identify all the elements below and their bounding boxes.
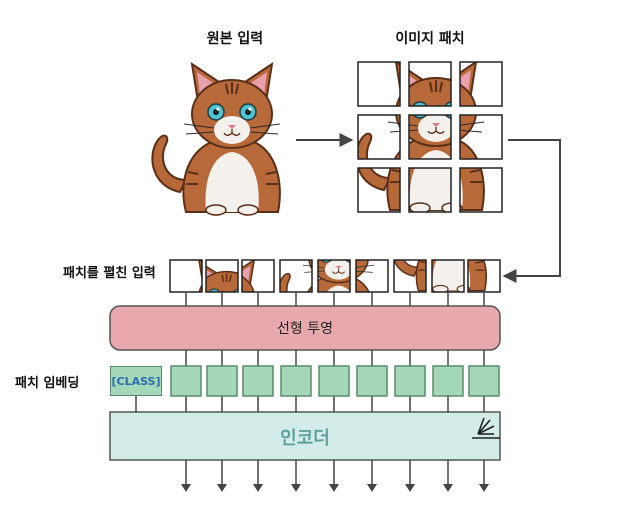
patch-embedding-label: 패치 임베딩 bbox=[15, 376, 80, 391]
patch-embedding-token bbox=[242, 365, 274, 397]
original-input-title: 원본 입력 bbox=[206, 31, 264, 47]
arrow-down-head bbox=[217, 484, 227, 492]
encoder-label: 인코더 bbox=[280, 428, 330, 449]
elbow-arrow-icon bbox=[502, 139, 561, 283]
linear-projection-box bbox=[109, 305, 501, 351]
arrow-down-head bbox=[329, 484, 339, 492]
arrow-down-head bbox=[253, 484, 263, 492]
image-patch-grid bbox=[357, 61, 503, 213]
patch-embedding-token bbox=[394, 365, 426, 397]
patch-embedding-token bbox=[280, 365, 312, 397]
original-cat-image bbox=[151, 63, 281, 216]
patch-embedding-token bbox=[468, 365, 500, 397]
class-token-label: [CLASS] bbox=[111, 374, 161, 388]
patch-embedding-token bbox=[206, 365, 238, 397]
encoder-box bbox=[109, 411, 501, 461]
image-patches-title: 이미지 패치 bbox=[395, 31, 465, 47]
arrow-down-head bbox=[291, 484, 301, 492]
flattened-patch-border bbox=[169, 259, 203, 293]
flattened-patches-label: 패치를 펼친 입력 bbox=[63, 266, 156, 281]
arrow-down-head bbox=[181, 484, 191, 492]
arrow-down-head bbox=[443, 484, 453, 492]
arrow-down-head bbox=[479, 484, 489, 492]
patch-embedding-token bbox=[318, 365, 350, 397]
class-token: [CLASS] bbox=[110, 366, 162, 396]
patch-embedding-token bbox=[170, 365, 202, 397]
arrow-down-head bbox=[405, 484, 415, 492]
patch-embedding-token bbox=[356, 365, 388, 397]
attention-icon bbox=[472, 417, 500, 439]
patch-embedding-token bbox=[432, 365, 464, 397]
arrow-down-head bbox=[367, 484, 377, 492]
flattened-patch-row bbox=[169, 259, 501, 306]
linear-projection-label: 선형 투영 bbox=[277, 321, 333, 337]
